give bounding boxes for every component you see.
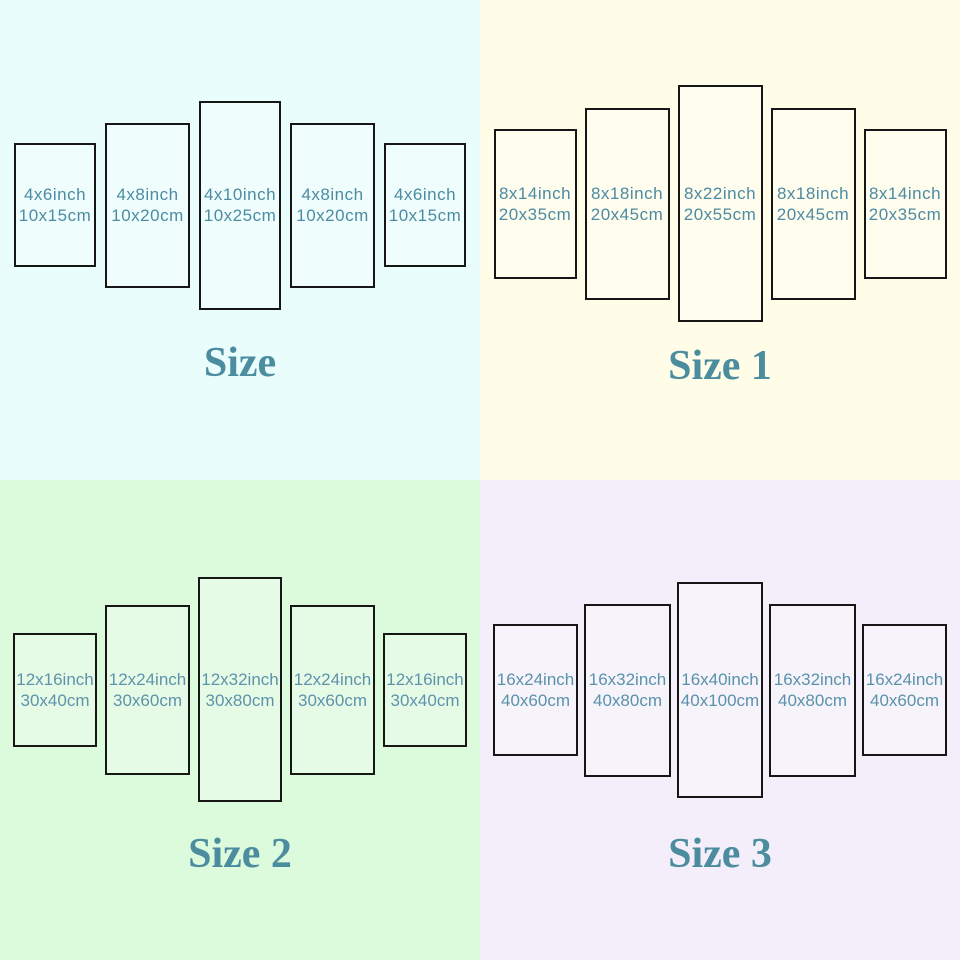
quadrant-title: Size 3 — [668, 831, 772, 877]
panel-size-inch: 12x24inch — [293, 669, 372, 689]
panel-size-inch: 16x24inch — [496, 670, 575, 689]
panel-size-inch: 16x32inch — [773, 670, 852, 689]
panel-size-inch: 8x18inch — [776, 183, 850, 203]
panel-size-inch: 4x10inch — [203, 185, 277, 204]
canvas-panel: 4x6inch 10x15cm — [384, 143, 466, 267]
panel-size-cm: 10x25cm — [203, 206, 277, 225]
quadrant-size: 4x6inch 10x15cm 4x8inch 10x20cm 4x10inch… — [0, 0, 480, 480]
panel-size-cm: 10x20cm — [111, 206, 184, 225]
panel-row: 8x14inch 20x35cm 8x18inch 20x45cm 8x22in… — [480, 85, 960, 322]
panel-size-cm: 20x35cm — [498, 204, 572, 224]
canvas-panel: 16x24inch 40x60cm — [862, 624, 947, 756]
canvas-panel: 4x8inch 10x20cm — [105, 122, 190, 288]
panel-size-cm: 20x45cm — [590, 204, 664, 224]
panel-size-cm: 40x100cm — [680, 691, 760, 710]
canvas-panel: 12x24inch 30x60cm — [290, 604, 375, 775]
quadrant-title: Size 1 — [668, 343, 772, 389]
canvas-panel: 12x16inch 30x40cm — [383, 632, 467, 747]
canvas-panel: 8x18inch 20x45cm — [770, 107, 856, 300]
panel-size-cm: 20x55cm — [683, 204, 757, 224]
canvas-panel: 8x14inch 20x35cm — [493, 128, 577, 279]
panel-size-inch: 16x24inch — [865, 670, 944, 689]
panel-size-inch: 16x40inch — [681, 670, 759, 689]
quadrant-title: Size — [203, 340, 277, 386]
panel-size-inch: 4x8inch — [301, 185, 364, 204]
panel-size-inch: 4x6inch — [23, 185, 87, 204]
quadrant-size-3: 16x24inch 40x60cm 16x32inch 40x80cm 16x4… — [480, 480, 960, 960]
panel-size-cm: 40x60cm — [501, 691, 570, 710]
canvas-panel: 4x8inch 10x20cm — [290, 122, 375, 288]
panel-size-inch: 16x32inch — [588, 670, 667, 689]
panel-size-inch: 8x14inch — [498, 183, 572, 203]
panel-size-inch: 4x6inch — [393, 185, 457, 204]
canvas-panel: 8x22inch 20x55cm — [677, 85, 763, 322]
panel-size-inch: 8x14inch — [868, 183, 942, 203]
canvas-panel: 8x14inch 20x35cm — [863, 128, 947, 279]
quadrant-size-1: 8x14inch 20x35cm 8x18inch 20x45cm 8x22in… — [480, 0, 960, 480]
panel-size-cm: 10x20cm — [296, 206, 369, 225]
canvas-panel: 12x16inch 30x40cm — [13, 632, 97, 747]
canvas-panel: 4x10inch 10x25cm — [199, 100, 281, 310]
canvas-panel: 16x32inch 40x80cm — [769, 603, 856, 777]
panel-size-inch: 12x16inch — [386, 669, 464, 689]
panel-size-cm: 40x80cm — [593, 691, 662, 710]
canvas-panel: 4x6inch 10x15cm — [14, 143, 96, 267]
quadrant-title: Size 2 — [188, 831, 292, 877]
panel-row: 16x24inch 40x60cm 16x32inch 40x80cm 16x4… — [480, 582, 960, 798]
panel-size-cm: 10x15cm — [18, 206, 92, 225]
panel-size-cm: 10x15cm — [388, 206, 462, 225]
panel-size-inch: 4x8inch — [116, 185, 179, 204]
panel-size-inch: 8x22inch — [683, 183, 757, 203]
panel-size-cm: 40x80cm — [778, 691, 847, 710]
panel-size-inch: 12x32inch — [201, 669, 279, 689]
canvas-panel: 8x18inch 20x45cm — [584, 107, 670, 300]
panel-size-inch: 12x16inch — [16, 669, 94, 689]
panel-size-cm: 20x35cm — [868, 204, 942, 224]
canvas-panel: 12x32inch 30x80cm — [198, 577, 282, 802]
canvas-panel: 16x40inch 40x100cm — [677, 582, 763, 798]
panel-size-cm: 30x80cm — [205, 690, 275, 710]
canvas-panel: 16x32inch 40x80cm — [584, 603, 671, 777]
quadrant-size-2: 12x16inch 30x40cm 12x24inch 30x60cm 12x3… — [0, 480, 480, 960]
panel-size-cm: 20x45cm — [776, 204, 850, 224]
panel-size-cm: 40x60cm — [870, 691, 939, 710]
panel-size-cm: 30x40cm — [20, 690, 90, 710]
canvas-panel: 12x24inch 30x60cm — [105, 604, 190, 775]
panel-size-cm: 30x60cm — [113, 690, 182, 710]
panel-size-cm: 30x40cm — [390, 690, 460, 710]
panel-size-cm: 30x60cm — [298, 690, 367, 710]
panel-size-inch: 12x24inch — [108, 669, 187, 689]
panel-size-inch: 8x18inch — [590, 183, 664, 203]
panel-row: 4x6inch 10x15cm 4x8inch 10x20cm 4x10inch… — [0, 100, 480, 310]
panel-row: 12x16inch 30x40cm 12x24inch 30x60cm 12x3… — [0, 577, 480, 802]
canvas-panel: 16x24inch 40x60cm — [493, 624, 578, 756]
